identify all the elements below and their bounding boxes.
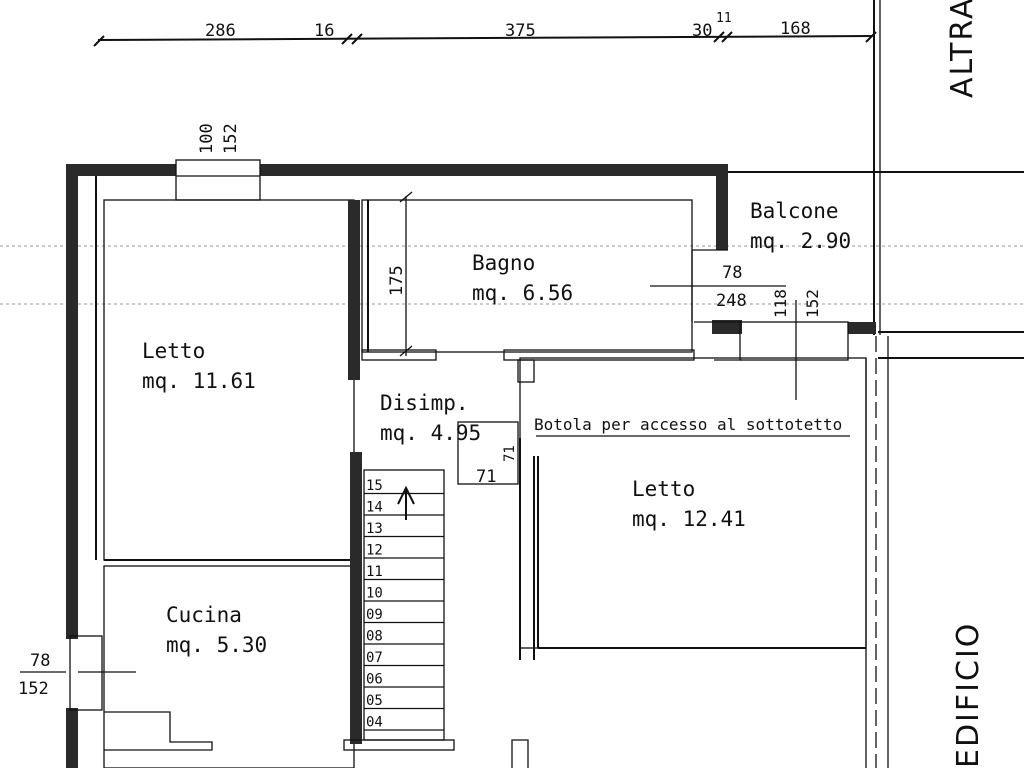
room-disimp-name: Disimp.	[380, 391, 469, 415]
window-top: 100 152	[175, 123, 261, 201]
room-balcone-area: mq. 2.90	[750, 229, 851, 253]
stair-step-number: 08	[366, 629, 383, 645]
room-letto-right-area: mq. 12.41	[632, 507, 746, 531]
room-cucina-area: mq. 5.30	[166, 633, 267, 657]
window-right-dimension: 118 152	[771, 289, 822, 400]
room-balcone-name: Balcone	[750, 199, 839, 223]
door-balcone-dim-b: 248	[716, 291, 747, 311]
stair-step-number: 13	[366, 521, 383, 537]
room-cucina-name: Cucina	[166, 603, 242, 627]
room-letto-left-name: Letto	[142, 339, 205, 363]
dim-11: 11	[716, 11, 732, 26]
stair-step-number: 05	[366, 693, 383, 709]
dim-30: 30	[692, 21, 712, 41]
room-disimp-area: mq. 4.95	[380, 421, 481, 445]
dim-168: 168	[780, 19, 811, 39]
side-label-altra: ALTRA	[945, 0, 980, 98]
stair-step-number: 04	[366, 715, 383, 731]
hatch: 71 71 Botola per accesso al sottotetto	[457, 415, 850, 487]
bagno-height-dimension: 175	[387, 191, 413, 357]
door-balcone-dimension: 78 248	[650, 263, 786, 311]
window-left-dim-b: 152	[18, 679, 49, 699]
hatch-note: Botola per accesso al sottotetto	[534, 415, 842, 434]
side-label-edificio: EDIFICIO	[951, 622, 986, 768]
hatch-dim-b: 71	[502, 445, 518, 462]
room-bagno-name: Bagno	[472, 251, 535, 275]
stair-step-number: 06	[366, 672, 383, 688]
window-top-dim-a: 100	[197, 123, 217, 154]
top-dimension-line: 286 16 375 30 11 168	[93, 11, 877, 47]
window-left-dim-a: 78	[30, 651, 50, 671]
dim-16: 16	[314, 21, 334, 41]
stair-step-number: 14	[366, 500, 383, 516]
stair-step-number: 07	[366, 650, 383, 666]
room-letto-right-name: Letto	[632, 477, 695, 501]
interior-walls	[69, 176, 889, 768]
window-left-dimension: 78 152	[18, 651, 66, 699]
stair-step-number: 15	[366, 478, 383, 494]
stair-step-number: 12	[366, 543, 383, 559]
stair-step-number: 11	[366, 564, 383, 580]
window-right-dim-b: 152	[803, 289, 822, 318]
window-right-dim-a: 118	[771, 289, 790, 318]
window-top-dim-b: 152	[221, 123, 241, 154]
door-balcone-dim-a: 78	[722, 263, 742, 283]
bagno-height-label: 175	[387, 265, 407, 296]
dim-375: 375	[505, 21, 536, 41]
hatch-dim-a: 71	[476, 467, 496, 487]
staircase: 15 14 13 12 11 10 09 08 07 06 05 04	[363, 469, 445, 741]
dim-286: 286	[205, 21, 236, 41]
exterior-walls	[66, 164, 876, 768]
room-letto-left-area: mq. 11.61	[142, 369, 256, 393]
stair-step-number: 10	[366, 586, 383, 602]
room-bagno-area: mq. 6.56	[472, 281, 573, 305]
stair-step-number: 09	[366, 607, 383, 623]
